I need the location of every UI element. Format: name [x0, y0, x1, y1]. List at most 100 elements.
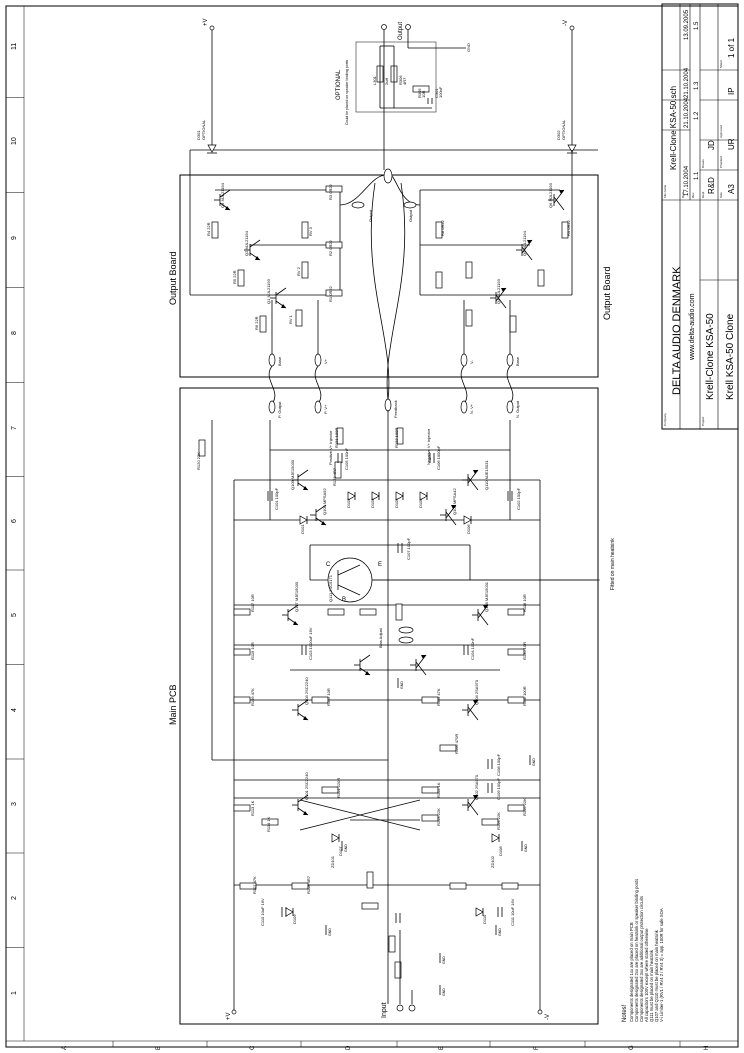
optional-subtitle: Could be placed on speaker binding posts — [345, 60, 349, 125]
diode-label-1: D102 — [346, 498, 351, 508]
capacitor-8 — [487, 783, 493, 793]
diode-0 — [299, 515, 308, 525]
ob-r2: R2 0R22 — [328, 239, 333, 256]
grid-row-G: G — [629, 1045, 635, 1050]
resistor-label-9: R110 47K — [436, 688, 441, 706]
resistor-label-2: R122 100R — [394, 428, 399, 448]
resistor-label-17: R104 22K — [496, 812, 501, 830]
ob-q4: Q4 MJL21193 — [496, 278, 501, 304]
main-pcb-label: Main PCB — [168, 684, 178, 725]
q111-e: E — [378, 562, 382, 568]
output-label: Output — [398, 22, 404, 40]
tb-rev-4: 1.5 — [694, 21, 700, 30]
q107-symbol — [282, 604, 299, 626]
q109-symbol — [292, 469, 309, 491]
d302-label: D302 — [556, 130, 561, 140]
ob-base-right: Base — [515, 356, 520, 366]
resistor-0 — [198, 439, 206, 457]
diode-label-8: D109 — [292, 914, 297, 924]
tb-date-1: 17.10.2004 — [684, 165, 690, 196]
d301-label: D301 — [196, 130, 201, 140]
resistor-label-3: R123 4R7 — [332, 467, 337, 486]
grid-row-H: H — [704, 1046, 710, 1050]
tb-sheet-title: Krell KSA-50 Clone — [725, 313, 736, 400]
resistor-19 — [439, 744, 457, 752]
transistor-label-1: Q102 2SA970 — [474, 774, 479, 800]
notes: Notes! Components designated 1xx are pla… — [622, 879, 664, 1022]
rail-pos-bottom-label: +V — [226, 1012, 232, 1020]
resistor-23 — [361, 902, 379, 910]
ground-symbol-7: GND — [439, 985, 446, 996]
tb-label-project: Project — [701, 416, 705, 426]
ob-r6: R6 22R — [254, 316, 259, 330]
ob-v-right: V- — [469, 360, 474, 364]
output-board-label-right: Output Board — [602, 266, 612, 320]
tb-rev-3: 1.3 — [694, 81, 700, 90]
notes-line-4: All capacitors 100V except where stated … — [644, 928, 649, 1022]
grid-row-D: D — [346, 1045, 352, 1050]
tb-website: www.delta-audio.com — [689, 293, 696, 361]
resistor-label-5: R118 10R — [522, 594, 527, 612]
capacitor-2 — [301, 645, 307, 655]
capacitor-9 — [281, 907, 287, 917]
tb-company: DELTA AUDIO DENMARK — [671, 266, 683, 395]
d302-note: OPTIONAL — [561, 119, 566, 140]
ground-label-0: GND — [328, 928, 332, 936]
diode-label-0: D101 — [300, 524, 305, 534]
grid-col-2: 2 — [11, 896, 18, 900]
tb-label-rev: Rev — [691, 192, 695, 198]
ground-symbol-3: GND — [521, 841, 528, 852]
q111-b: B — [342, 597, 346, 603]
tb-label-sheet: Sheet — [719, 60, 723, 68]
ob-r5: R5 22R — [232, 270, 237, 284]
resistor-label-14: R101 220R — [336, 778, 341, 798]
diode-label-11: ZD102 — [490, 855, 495, 868]
d301-note: OPTIONAL — [201, 119, 206, 140]
tb-label-checked: Checked — [719, 156, 723, 168]
resistor-10 — [507, 696, 525, 704]
notes-heading: Notes! — [622, 1004, 628, 1022]
optional-title: OPTIONAL — [336, 69, 342, 100]
resistor-17 — [481, 818, 499, 826]
capacitor-7 — [487, 759, 493, 769]
diode-label-5: D106 — [466, 524, 471, 534]
capacitor-label-5: C106 1000pF — [436, 445, 441, 470]
ob-base-left: Base — [277, 356, 282, 366]
q103-symbol — [292, 699, 309, 721]
resistor-label-0: R120 22K — [196, 452, 201, 470]
q102-symbol — [462, 794, 479, 816]
ground-symbol-4: GND — [397, 678, 404, 689]
resistor-20 — [239, 882, 257, 890]
diode-label-2: D103 — [370, 498, 375, 508]
grid-col-1: 1 — [11, 991, 18, 995]
resistor-label-12: R113 1K — [250, 800, 255, 816]
ob-v-left: V+ — [323, 358, 328, 364]
ob-q1: Q1 MJL21193 — [266, 278, 271, 304]
ground-label-4: GND — [400, 681, 404, 689]
diode-label-3: D104 — [394, 498, 399, 508]
resistor-label-15: R102 1K — [436, 782, 441, 798]
tb-sheet: 1 of 1 — [727, 37, 736, 58]
resistor-label-21: R108 4R7 — [306, 875, 311, 894]
r305-label: R305 — [417, 88, 422, 98]
grid-row-C: C — [250, 1045, 256, 1050]
diode-label-4: D105 — [418, 498, 423, 508]
resistor-label-13: R114 1K — [266, 816, 271, 832]
grid-row-B: B — [156, 1046, 162, 1050]
interconnect: P. Output P. V+ Feedback N. V+ N. Output — [268, 182, 520, 418]
q3-symbol — [214, 189, 231, 211]
resistor-14 — [321, 786, 339, 794]
transistor-label-10: Q111 2SC5171 — [328, 574, 333, 602]
ob-q6: Q6 MJL21193 — [548, 182, 553, 208]
notes-line-1: Components designated 1xx are placed on … — [629, 922, 634, 1022]
grid-col-4: 4 — [11, 708, 18, 712]
ground-label-5: GND — [532, 758, 536, 766]
grid-col-10: 10 — [11, 137, 18, 145]
ob-q2: Q2 MJL21194 — [244, 230, 249, 256]
resistor-16 — [421, 814, 439, 822]
ic-n-output: N. Output — [515, 400, 520, 418]
ob-r3: R3 0R22 — [328, 183, 333, 200]
ground-label-6: GND — [442, 956, 446, 964]
l301-value: 2uH — [384, 78, 389, 85]
